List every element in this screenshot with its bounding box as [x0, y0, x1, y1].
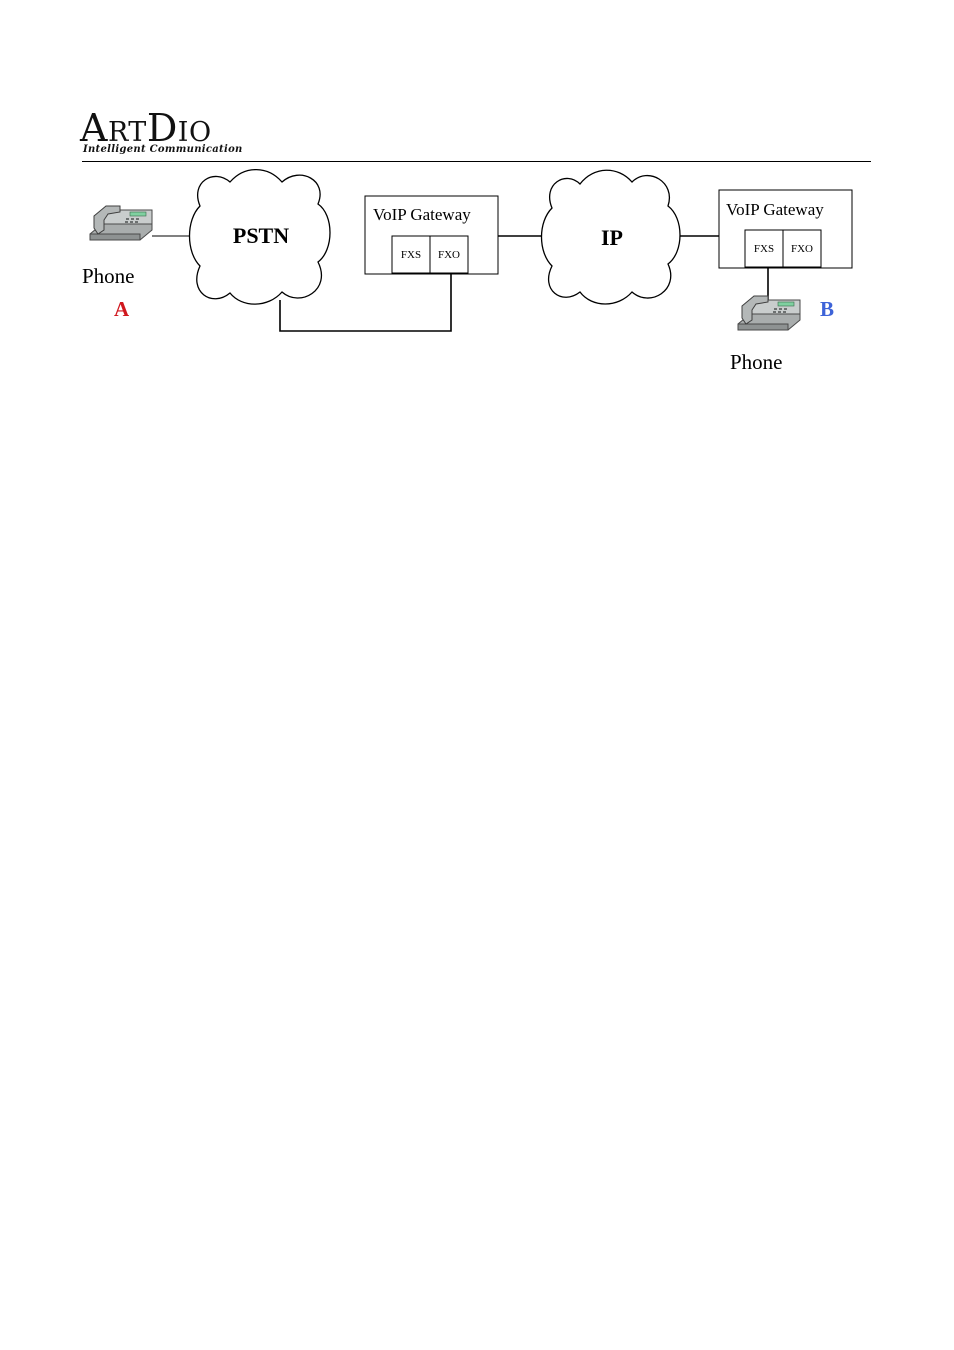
phone-a: Phone A [82, 206, 152, 321]
gateway-right-fxo-label: FXO [791, 243, 813, 255]
voip-gateway-left: VoIP Gateway FXS FXO [365, 196, 498, 274]
pstn-label: PSTN [233, 223, 289, 248]
ip-cloud: IP [542, 170, 681, 304]
logo-tagline: Intelligent Communication [83, 144, 243, 155]
gateway-right-title: VoIP Gateway [726, 200, 824, 219]
phone-b-marker: B [820, 297, 834, 321]
gateway-left-fxo-label: FXO [438, 249, 460, 261]
phone-b-icon [738, 296, 800, 330]
ip-label: IP [601, 225, 623, 250]
gateway-right-fxs-label: FXS [754, 243, 774, 255]
voip-network-diagram: PSTN IP VoIP Gateway FXS FXO VoIP Gatewa… [0, 160, 954, 390]
phone-b-label: Phone [730, 350, 783, 374]
pstn-cloud: PSTN [190, 170, 331, 305]
phone-b: Phone B [730, 296, 834, 374]
phone-a-marker: A [114, 297, 130, 321]
gateway-left-title: VoIP Gateway [373, 205, 471, 224]
voip-gateway-right: VoIP Gateway FXS FXO [719, 190, 852, 268]
phone-a-icon [90, 206, 152, 240]
gateway-left-fxs-label: FXS [401, 249, 421, 261]
artdio-logo: ARTDIO Intelligent Communication [80, 108, 280, 162]
phone-a-label: Phone [82, 264, 135, 288]
